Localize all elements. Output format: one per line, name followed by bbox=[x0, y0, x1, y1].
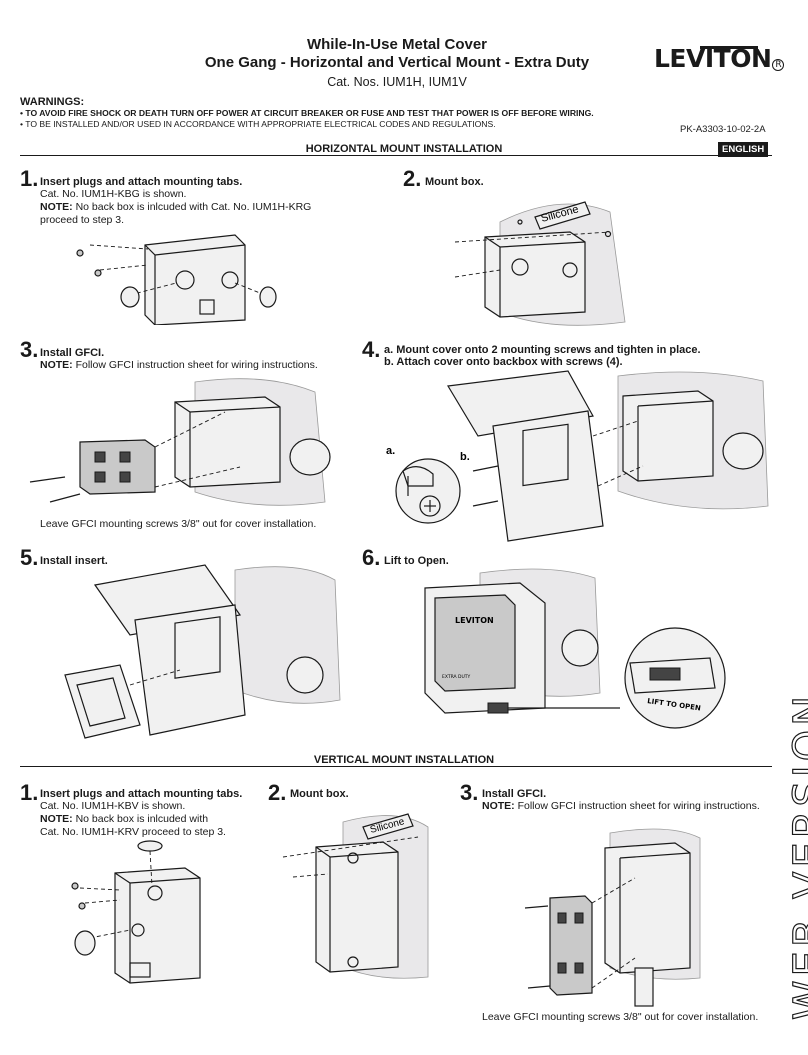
document-subtitle: One Gang - Horizontal and Vertical Mount… bbox=[204, 54, 590, 71]
h-step2-illustration: Silicone bbox=[454, 201, 626, 326]
registered-mark: R bbox=[772, 59, 785, 71]
latch-detail-icon: LIFT TO OPEN bbox=[624, 627, 726, 729]
v-step1-number: 1. bbox=[20, 780, 39, 805]
svg-text:a.: a. bbox=[386, 445, 395, 457]
h-step3-note: NOTE: Follow GFCI instruction sheet for … bbox=[40, 359, 318, 371]
web-version-watermark: WEB VERSION bbox=[785, 691, 808, 1020]
v-step3-caption: Leave GFCI mounting screws 3/8" out for … bbox=[482, 1011, 759, 1023]
h-step1-body: Cat. No. IUM1H-KBG is shown. NOTE: No ba… bbox=[40, 188, 312, 226]
gfci-receptacle-icon bbox=[549, 895, 593, 996]
h-step2-number: 2. bbox=[403, 166, 422, 191]
warnings-title: WARNINGS: bbox=[20, 96, 85, 108]
h-step4-title-b: b. Attach cover onto backbox with screws… bbox=[384, 356, 623, 368]
h-step6-title: Lift to Open. bbox=[384, 555, 449, 567]
h-step4-number: 4. bbox=[362, 337, 381, 362]
h-step3-illustration bbox=[29, 378, 331, 506]
v-step2-illustration: Silicone bbox=[282, 813, 429, 979]
h-step5-title: Install insert. bbox=[40, 555, 108, 567]
warning-item-2: • TO BE INSTALLED AND/OR USED IN ACCORDA… bbox=[20, 119, 496, 129]
v-step1-title: Insert plugs and attach mounting tabs. bbox=[40, 788, 243, 800]
h-step2-title: Mount box. bbox=[425, 176, 484, 188]
vertical-section-title: VERTICAL MOUNT INSTALLATION bbox=[313, 754, 495, 766]
h-step3-title: Install GFCI. bbox=[40, 347, 105, 359]
weatherproof-cover-icon bbox=[447, 370, 604, 542]
horizontal-section-rule bbox=[20, 144, 772, 156]
h-step3-number: 3. bbox=[20, 337, 39, 362]
v-step3-number: 3. bbox=[460, 780, 479, 805]
v-step2-number: 2. bbox=[268, 780, 287, 805]
mounting-detail-icon bbox=[395, 458, 461, 524]
document-title: While-In-Use Metal Cover bbox=[306, 36, 488, 53]
language-badge: ENGLISH bbox=[718, 142, 769, 157]
horizontal-section-title: HORIZONTAL MOUNT INSTALLATION bbox=[305, 143, 503, 155]
h-step3-caption: Leave GFCI mounting screws 3/8" out for … bbox=[40, 518, 317, 530]
h-step4-title-a: a. Mount cover onto 2 mounting screws an… bbox=[384, 344, 701, 356]
h-step1-illustration bbox=[76, 234, 277, 325]
part-number: PK-A3303-10-02-2A bbox=[680, 124, 766, 135]
vertical-section-rule bbox=[20, 755, 772, 767]
h-step6-illustration: LEVITON EXTRA DUTY LIFT TO OPEN bbox=[424, 568, 726, 729]
v-step2-title: Mount box. bbox=[290, 788, 349, 800]
h-step1-title: Insert plugs and attach mounting tabs. bbox=[40, 176, 243, 188]
h-step5-number: 5. bbox=[20, 545, 39, 570]
v-step3-title: Install GFCI. bbox=[482, 788, 547, 800]
svg-text:LEVITON: LEVITON bbox=[455, 616, 494, 625]
svg-text:b.: b. bbox=[460, 451, 470, 463]
logo-bar bbox=[700, 46, 758, 49]
h-step6-number: 6. bbox=[362, 545, 381, 570]
warning-item-1: • TO AVOID FIRE SHOCK OR DEATH TURN OFF … bbox=[20, 108, 594, 118]
gfci-receptacle-icon bbox=[79, 439, 156, 495]
v-step1-illustration bbox=[71, 840, 201, 984]
svg-text:EXTRA DUTY: EXTRA DUTY bbox=[442, 674, 471, 680]
catalog-numbers: Cat. Nos. IUM1H, IUM1V bbox=[327, 75, 467, 89]
h-step4-illustration: a. b. bbox=[386, 370, 769, 542]
v-step3-note: NOTE: Follow GFCI instruction sheet for … bbox=[482, 800, 760, 812]
v-step3-illustration bbox=[524, 828, 701, 1007]
h-step1-number: 1. bbox=[20, 166, 39, 191]
h-step5-illustration bbox=[64, 564, 341, 739]
insert-plate-icon bbox=[64, 664, 141, 739]
v-step1-body: Cat. No. IUM1H-KBV is shown. NOTE: No ba… bbox=[40, 800, 226, 838]
